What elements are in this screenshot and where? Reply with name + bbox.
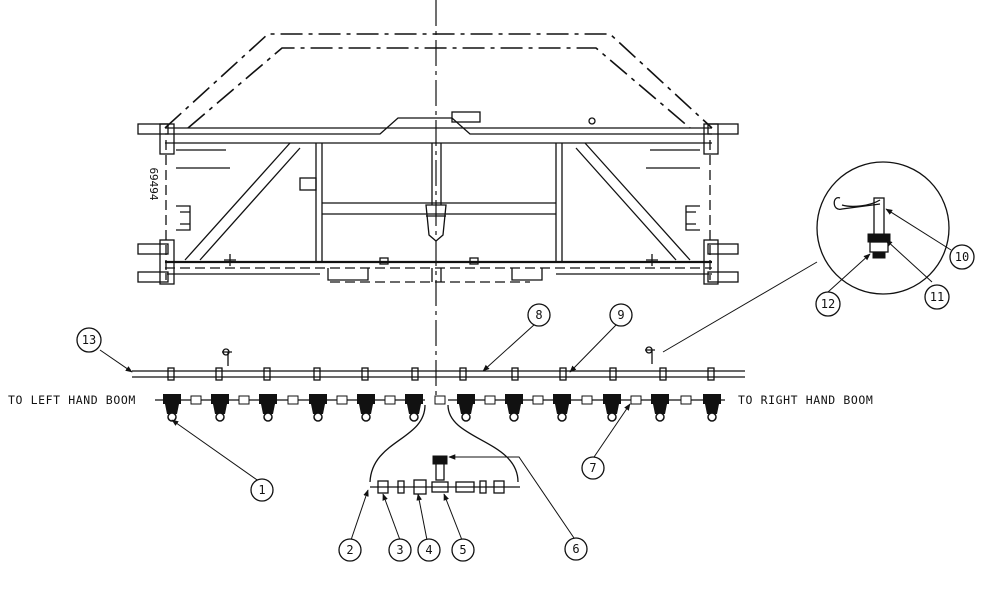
callout-1: 1	[250, 478, 274, 502]
svg-text:13: 13	[82, 333, 96, 347]
callout-7: 7	[581, 456, 605, 480]
callout-3: 3	[388, 538, 412, 562]
svg-text:11: 11	[930, 290, 944, 304]
callout-9: 9	[609, 303, 633, 327]
boom-clamps	[167, 367, 715, 381]
detail-view	[662, 161, 950, 353]
nozzle-body	[457, 394, 475, 422]
svg-text:4: 4	[425, 543, 432, 557]
svg-text:12: 12	[821, 297, 835, 311]
nozzle-body	[357, 394, 375, 422]
svg-text:10: 10	[955, 250, 969, 264]
callout-10: 10	[949, 244, 975, 270]
svg-text:1: 1	[258, 483, 265, 497]
line-coupler	[287, 395, 299, 405]
center-feed	[369, 404, 520, 495]
nozzle-body	[505, 394, 523, 422]
right-boom-label: TO RIGHT HAND BOOM	[738, 393, 873, 407]
line-coupler	[434, 395, 446, 405]
line-coupler	[190, 395, 202, 405]
frame-part-number: 69494	[147, 167, 160, 200]
svg-text:8: 8	[535, 308, 542, 322]
line-coupler	[484, 395, 496, 405]
svg-text:7: 7	[589, 461, 596, 475]
line-coupler	[680, 395, 692, 405]
nozzle-line	[155, 394, 725, 422]
line-coupler	[532, 395, 544, 405]
line-coupler	[630, 395, 642, 405]
callout-12: 12	[815, 291, 841, 317]
callout-2: 2	[338, 538, 362, 562]
svg-text:3: 3	[396, 543, 403, 557]
callout-11: 11	[924, 284, 950, 310]
callout-13: 13	[76, 327, 102, 353]
nozzle-body	[553, 394, 571, 422]
nozzle-bodies	[163, 394, 721, 422]
nozzle-body	[163, 394, 181, 422]
spray-boom	[132, 346, 745, 381]
callout-5: 5	[451, 538, 475, 562]
left-boom-label: TO LEFT HAND BOOM	[8, 393, 136, 407]
nozzle-body	[309, 394, 327, 422]
callout-6: 6	[564, 537, 588, 561]
nozzle-body	[651, 394, 669, 422]
line-coupler	[336, 395, 348, 405]
line-coupler	[581, 395, 593, 405]
line-coupler	[238, 395, 250, 405]
svg-text:9: 9	[617, 308, 624, 322]
nozzle-body	[405, 394, 423, 422]
callout-4: 4	[417, 538, 441, 562]
svg-text:2: 2	[346, 543, 353, 557]
nozzle-body	[259, 394, 277, 422]
leader-lines	[99, 208, 952, 541]
sprayer-frame	[137, 33, 739, 285]
svg-text:5: 5	[459, 543, 466, 557]
nozzle-body	[603, 394, 621, 422]
nozzle-body	[703, 394, 721, 422]
nozzle-body	[211, 394, 229, 422]
svg-text:6: 6	[572, 542, 579, 556]
callout-8: 8	[527, 303, 551, 327]
line-coupler	[384, 395, 396, 405]
